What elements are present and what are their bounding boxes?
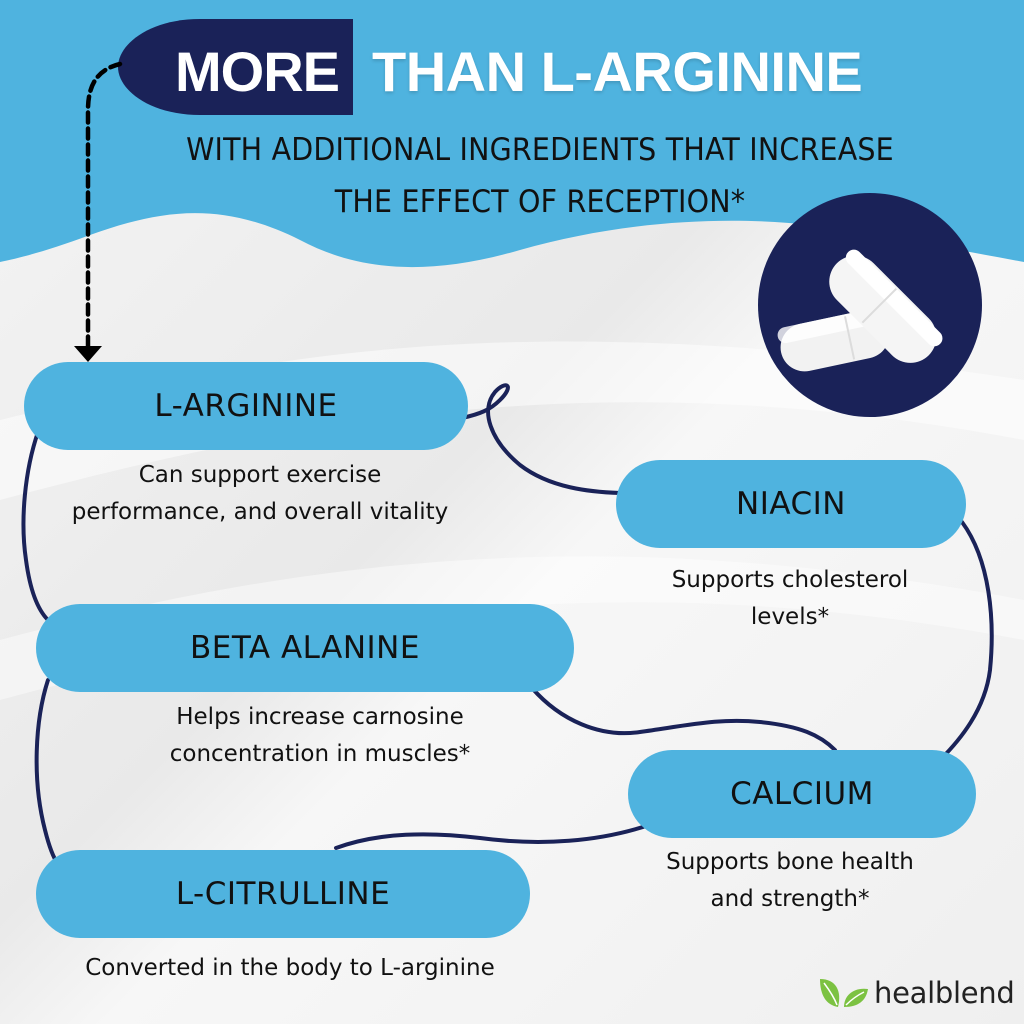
arrow-down-icon	[74, 346, 102, 362]
ingredient-pill-l-arginine: L-ARGININE	[24, 362, 468, 450]
desc-line-1: Supports cholesterol	[671, 567, 909, 593]
desc-line-1: Converted in the body to L-arginine	[85, 955, 495, 981]
ingredient-desc-niacin: Supports cholesterol levels*	[620, 562, 960, 636]
desc-line-1: Supports bone health	[666, 849, 914, 875]
desc-line-2: concentration in muscles*	[169, 741, 471, 767]
ingredient-name: BETA ALANINE	[190, 630, 420, 666]
subtitle-line-1: WITH ADDITIONAL INGREDIENTS THAT INCREAS…	[186, 132, 894, 168]
desc-line-2: levels*	[750, 604, 830, 630]
ingredient-desc-beta-alanine: Helps increase carnosine concentration i…	[100, 699, 540, 773]
ingredient-pill-l-citrulline: L-CITRULLINE	[36, 850, 530, 938]
ingredient-pill-niacin: NIACIN	[616, 460, 966, 548]
title-highlight: MORE	[175, 39, 340, 103]
ingredient-desc-calcium: Supports bone health and strength*	[640, 844, 940, 918]
title-rest: THAN L-ARGININE	[372, 39, 863, 103]
more-tag-shape	[118, 19, 353, 115]
leaf-icon	[820, 979, 868, 1007]
ingredient-name: CALCIUM	[730, 776, 874, 812]
ingredient-name: L-ARGININE	[154, 388, 338, 424]
ingredient-desc-l-citrulline: Converted in the body to L-arginine	[20, 950, 560, 987]
ingredient-pill-calcium: CALCIUM	[628, 750, 976, 838]
desc-line-2: and strength*	[710, 886, 870, 912]
subtitle-line-2: THE EFFECT OF RECEPTION*	[334, 184, 746, 220]
dashed-arrow-line	[85, 61, 123, 349]
brand-name: healblend	[874, 976, 1015, 1010]
desc-line-1: Can support exercise	[138, 462, 382, 488]
ingredient-pill-beta-alanine: BETA ALANINE	[36, 604, 574, 692]
desc-line-2: performance, and overall vitality	[71, 499, 449, 525]
subtitle: WITH ADDITIONAL INGREDIENTS THAT INCREAS…	[144, 124, 935, 228]
ingredient-name: NIACIN	[736, 486, 846, 522]
capsules-icon	[777, 249, 943, 372]
connector-lines	[21, 383, 994, 866]
ingredient-name: L-CITRULLINE	[175, 876, 391, 912]
ingredient-desc-l-arginine: Can support exercise performance, and ov…	[40, 457, 480, 531]
brand-logo: healblend	[818, 970, 1015, 1016]
desc-line-1: Helps increase carnosine	[176, 704, 464, 730]
